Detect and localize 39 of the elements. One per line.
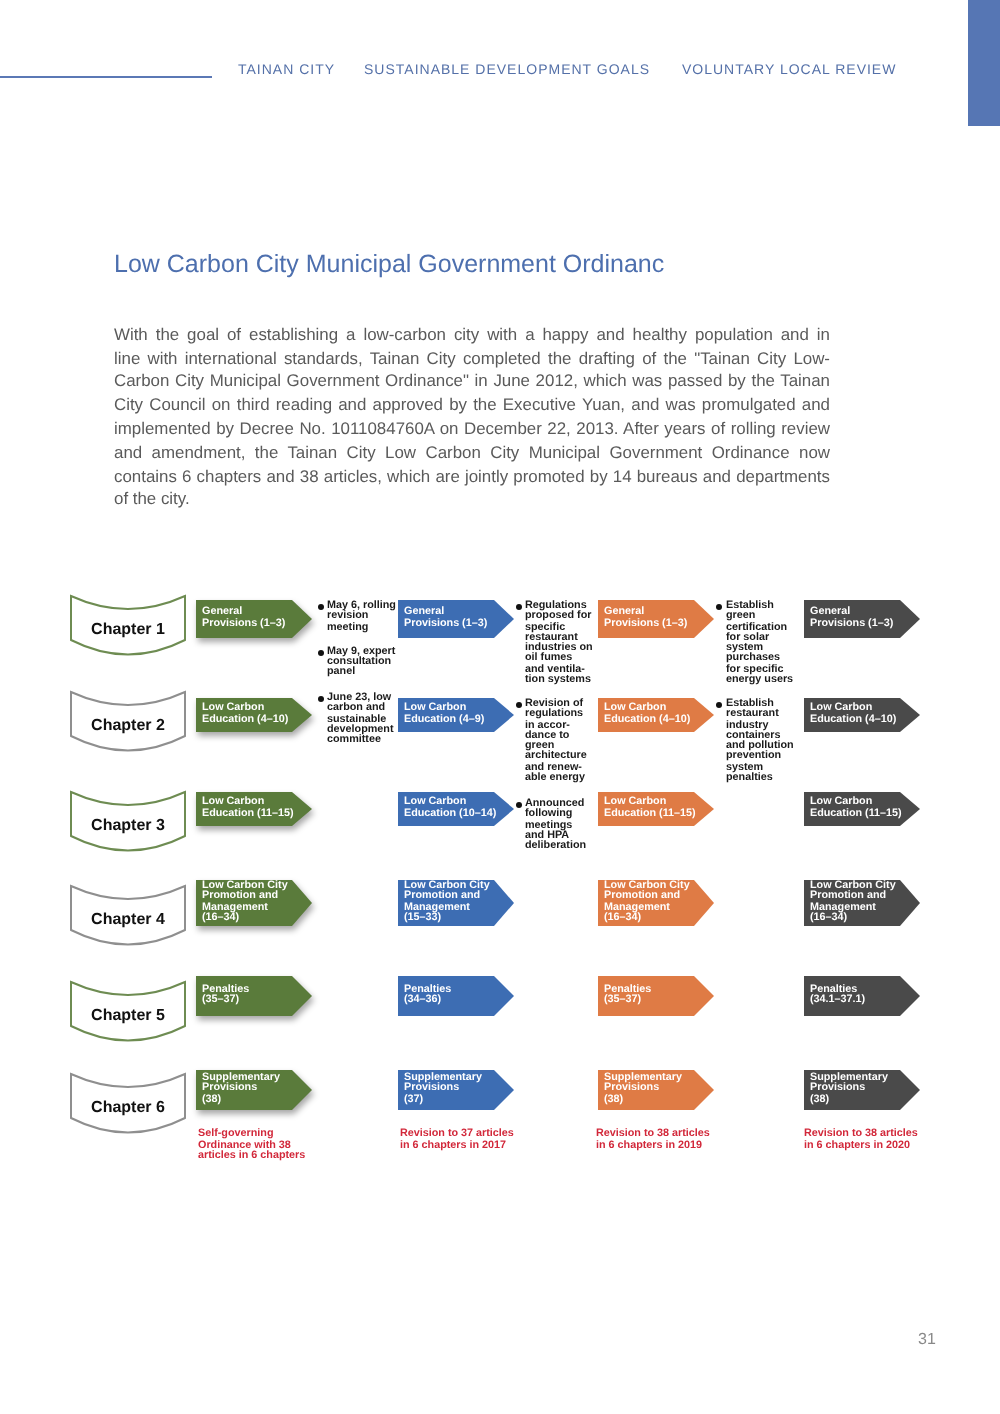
- section-banner: [196, 880, 312, 926]
- section-banner: [398, 792, 514, 826]
- body-paragraph: With the goal of establishing a low-carbon city with a happy and healthy population and in line with international standards, Tainan City completed the drafting of the "Tainan City Low-Carbon City Municipal Government Ordinance" in June 2012, which was passed by the Tainan City Council on third reading and approved by the Executive Yuan, and was promulgated and implemented by Decree No. 1011084760A on December 22, 2013. After years of rolling review and amendment, the Tainan City Low Carbon City Municipal Government Ordinance now contains 6 chapters and 38 articles, which are jointly promoted by 14 bureaus and departments of the city.: [114, 323, 830, 513]
- section-banner: [398, 600, 514, 638]
- chapter-banner: [70, 884, 186, 946]
- chapter-title: Chapter 5: [91, 1005, 165, 1025]
- section-banner: [196, 976, 312, 1016]
- section-banner: [196, 792, 312, 826]
- section-banner: [398, 976, 514, 1016]
- section-banner: [398, 1070, 514, 1110]
- page-number: 31: [918, 1330, 936, 1350]
- section-banner: [598, 976, 714, 1016]
- chapter-title: Chapter 1: [91, 619, 165, 639]
- page-title: Low Carbon City Municipal Government Ordinanc: [114, 248, 665, 280]
- section-banner: [598, 698, 714, 732]
- chapter-title: Chapter 4: [91, 909, 165, 929]
- section-banner: [598, 1070, 714, 1110]
- section-banner: [804, 698, 920, 732]
- section-banner: [804, 792, 920, 826]
- section-banner: [804, 1070, 920, 1110]
- section-banner: [598, 880, 714, 926]
- chapter-title: Chapter 3: [91, 815, 165, 835]
- chapter-banner: [70, 690, 186, 752]
- section-banner: [196, 600, 312, 638]
- section-banner: [398, 698, 514, 732]
- section-banner: [804, 880, 920, 926]
- section-banner: [398, 880, 514, 926]
- chapter-banner: [70, 790, 186, 852]
- section-banner: [804, 976, 920, 1016]
- section-banner: [196, 1070, 312, 1110]
- chapter-banner: [70, 980, 186, 1042]
- chapter-title: Chapter 2: [91, 715, 165, 735]
- chapter-title: Chapter 6: [91, 1097, 165, 1117]
- section-banner: [598, 600, 714, 638]
- section-banner: [598, 792, 714, 826]
- chapter-banner: [70, 594, 186, 656]
- section-banner: [196, 698, 312, 732]
- chapter-banner: [70, 1072, 186, 1134]
- section-banner: [804, 600, 920, 638]
